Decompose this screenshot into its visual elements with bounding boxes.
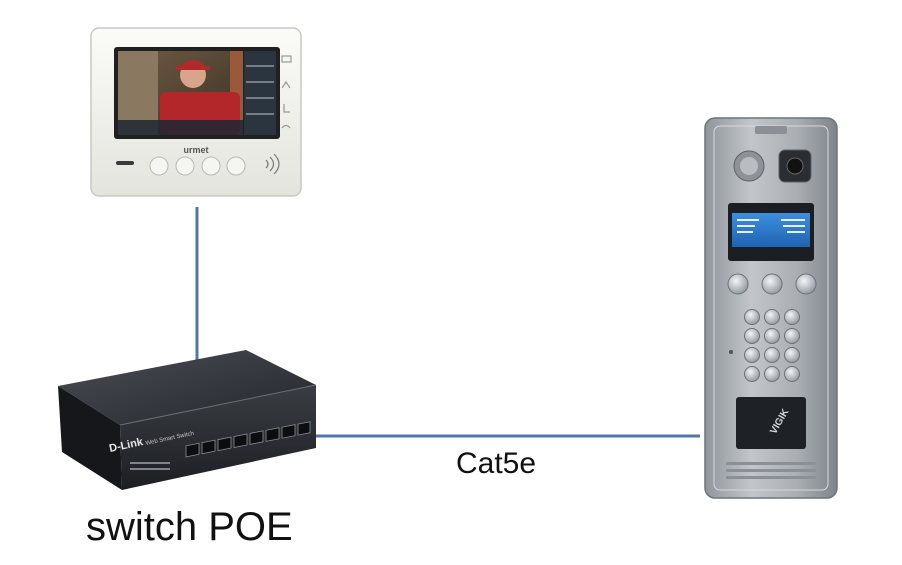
wireless-signal-icon (265, 153, 280, 175)
rfid-reader-icon (736, 397, 806, 449)
cat5e-cable-label: Cat5e (456, 447, 537, 480)
panel-nav-left-button (727, 273, 749, 295)
door-entry-panel: VIGIK (704, 117, 838, 499)
panel-nav-ok-button (761, 273, 783, 295)
monitor-button-3 (201, 156, 221, 176)
switch-poe-label: switch POE (86, 505, 293, 549)
poe-network-switch: D-Link Web Smart Switch (58, 350, 317, 490)
panel-nav-right-button (795, 273, 817, 295)
monitor-button-2 (175, 156, 195, 176)
monitor-button-1 (149, 156, 169, 176)
monitor-button-4 (226, 156, 246, 176)
monitor-brand-logo: urmet (183, 145, 208, 155)
video-monitor: urmet (90, 27, 302, 197)
switch-ports (185, 421, 311, 458)
panel-keypad (744, 309, 800, 382)
